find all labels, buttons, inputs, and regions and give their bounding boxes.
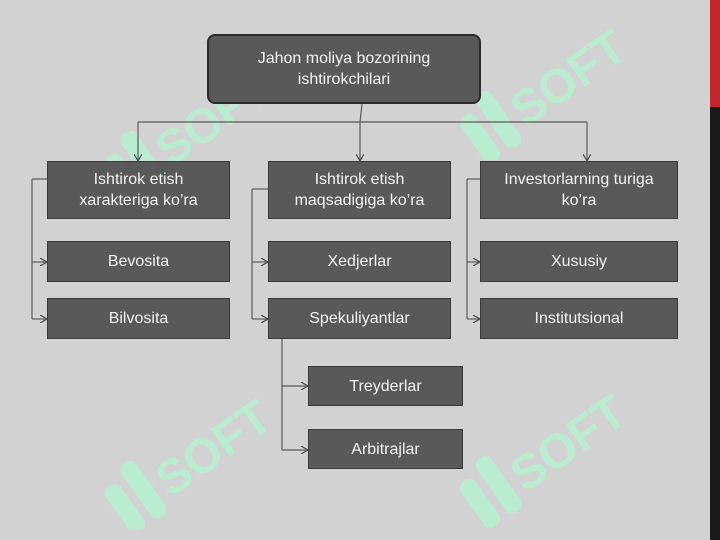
root-node: Jahon moliya bozorining ishtirokchilari [207, 34, 481, 104]
category-node: Ishtirok etish xarakteriga ko’ra [47, 161, 230, 219]
category-node: Investorlarning turiga ko’ra [480, 161, 678, 219]
grandchild-node: Arbitrajlar [308, 429, 463, 469]
child-node: Bilvosita [47, 298, 230, 339]
child-node: Xususiy [480, 241, 678, 282]
side-bar-accent [710, 0, 720, 107]
category-node: Ishtirok etish maqsadigiga ko’ra [268, 161, 451, 219]
child-node: Xedjerlar [268, 241, 451, 282]
child-node: Spekuliyantlar [268, 298, 451, 339]
child-node: Bevosita [47, 241, 230, 282]
grandchild-node: Treyderlar [308, 366, 463, 406]
child-node: Institutsional [480, 298, 678, 339]
side-bar [710, 0, 720, 540]
